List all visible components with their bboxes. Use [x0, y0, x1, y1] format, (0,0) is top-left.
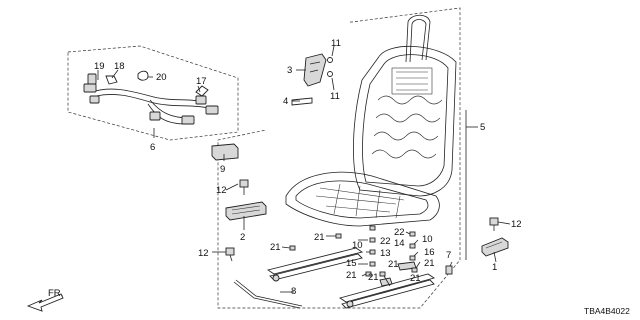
callout-6: 6: [150, 142, 155, 153]
side-cover-1: [481, 237, 509, 257]
seat-rail-inner: [266, 247, 364, 282]
callout-20: 20: [156, 72, 167, 83]
callout-21-b: 21: [314, 232, 325, 243]
seat-frame: [285, 14, 457, 227]
callout-10-a: 10: [422, 234, 433, 245]
callout-11-bottom: 11: [330, 91, 340, 102]
front-arrow-icon: [26, 293, 64, 312]
callout-15: 15: [346, 258, 357, 269]
callout-22-b: 22: [380, 236, 391, 247]
callout-21-g: 21: [410, 273, 421, 284]
callout-12-c: 12: [511, 219, 522, 230]
bolt-12-right: [489, 217, 499, 231]
clip-parts: [87, 70, 209, 97]
callout-21-c: 21: [388, 259, 399, 270]
small-fasteners: [289, 225, 418, 277]
callout-19: 19: [94, 61, 105, 72]
callout-13: 13: [380, 248, 391, 259]
diagram-code: TBA4B4022: [584, 306, 630, 316]
callout-14: 14: [394, 238, 405, 249]
seat-assembly-frame: [217, 7, 461, 309]
callout-1: 1: [492, 262, 497, 273]
wire-harness: [83, 83, 219, 125]
front-label: FR.: [48, 288, 63, 299]
bolt-12: [239, 179, 249, 195]
callout-16: 16: [424, 247, 435, 258]
release-bar-8: [233, 279, 303, 309]
callout-21-e: 21: [346, 270, 357, 281]
callout-2: 2: [240, 232, 245, 243]
callout-5: 5: [480, 122, 485, 133]
part-9-cover: [211, 143, 239, 161]
harness-group-box: [67, 45, 239, 141]
leader-lines: [97, 45, 511, 293]
callout-21-a: 21: [270, 242, 281, 253]
recliner-cover: [291, 53, 333, 106]
callout-10-b: 10: [352, 240, 363, 251]
callout-7: 7: [446, 250, 451, 261]
callout-21-d: 21: [424, 258, 435, 269]
callout-17: 17: [196, 76, 207, 87]
callout-18: 18: [114, 61, 125, 72]
bolt-12-lower: [225, 247, 235, 262]
callout-22-a: 22: [394, 227, 405, 238]
callout-12-b: 12: [198, 248, 209, 259]
side-cover-2: [225, 201, 267, 221]
callout-8: 8: [291, 286, 296, 297]
seat-rail-outer: [338, 261, 436, 309]
callout-3: 3: [287, 65, 292, 76]
part-7: [445, 265, 453, 275]
callout-12-a: 12: [216, 185, 227, 196]
callout-11-top: 11: [331, 38, 341, 49]
callout-21-f: 21: [368, 272, 379, 283]
callout-4: 4: [283, 96, 288, 107]
callout-9: 9: [220, 164, 225, 175]
